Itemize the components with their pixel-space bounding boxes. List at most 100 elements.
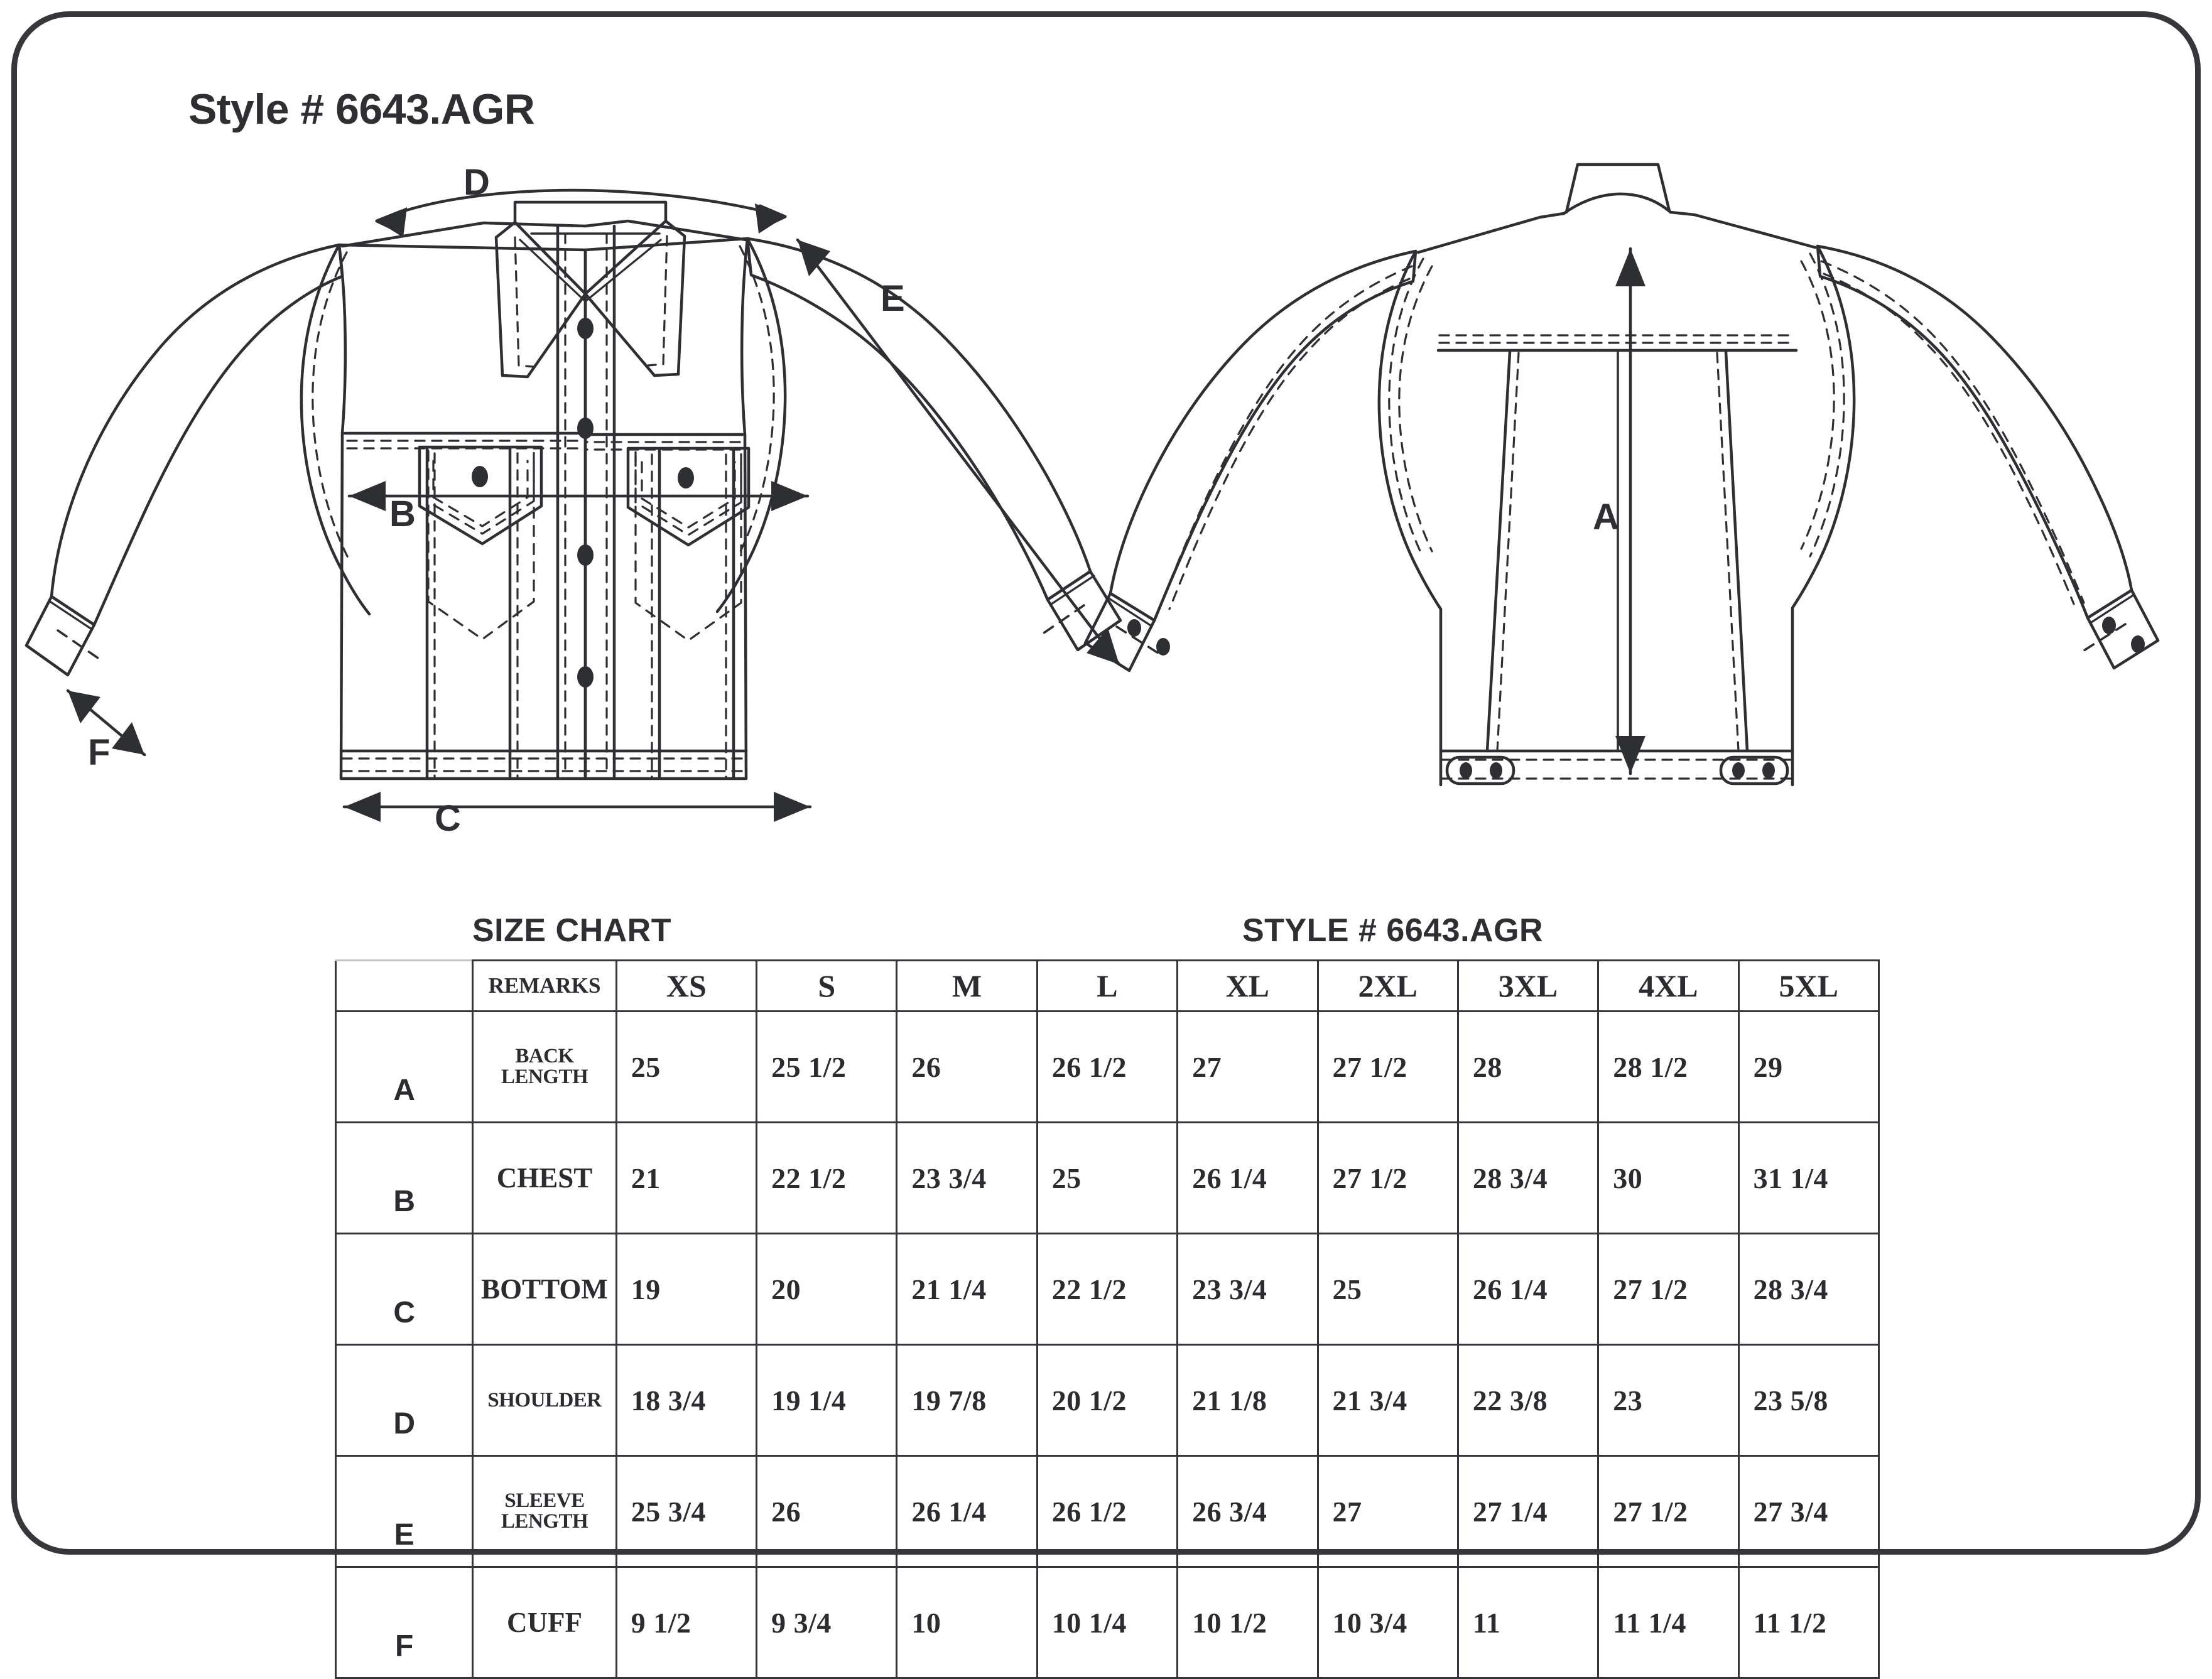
- cell-a-l: 26 1/2: [1036, 1010, 1179, 1123]
- cell-e-xl: 26 3/4: [1176, 1455, 1319, 1568]
- row-remark-e: SLEEVE LENGTH: [472, 1455, 617, 1568]
- row-remark-f: CUFF: [472, 1566, 617, 1679]
- cell-b-2xl: 27 1/2: [1316, 1121, 1459, 1234]
- header-size-l: L: [1036, 959, 1179, 1012]
- cell-b-5xl: 31 1/4: [1737, 1121, 1880, 1234]
- remark-label: BACK LENGTH: [501, 1045, 588, 1088]
- remark-label: CUFF: [507, 1606, 583, 1638]
- row-key-b: B: [334, 1121, 474, 1234]
- cell-e-3xl: 27 1/4: [1456, 1455, 1600, 1568]
- cell-a-xl: 27: [1176, 1010, 1319, 1123]
- cell-e-2xl: 27: [1316, 1455, 1459, 1568]
- cell-c-xl: 23 3/4: [1176, 1233, 1319, 1346]
- cell-c-xs: 19: [615, 1233, 758, 1346]
- cell-f-4xl: 11 1/4: [1597, 1566, 1740, 1679]
- cell-b-4xl: 30: [1597, 1121, 1740, 1234]
- cell-a-xs: 25: [615, 1010, 758, 1123]
- header-size-m: M: [896, 959, 1038, 1012]
- callout-f: F: [88, 732, 111, 773]
- cell-d-xs: 18 3/4: [615, 1344, 758, 1457]
- row-key-f: F: [334, 1566, 474, 1679]
- cell-e-s: 26: [756, 1455, 898, 1568]
- callout-c: C: [435, 798, 461, 839]
- cell-d-4xl: 23: [1597, 1344, 1740, 1457]
- cell-b-xl: 26 1/4: [1176, 1121, 1319, 1234]
- cell-e-xs: 25 3/4: [615, 1455, 758, 1568]
- row-key-d: D: [334, 1344, 474, 1457]
- header-size-s: S: [756, 959, 898, 1012]
- style-number-heading: STYLE # 6643.AGR: [1242, 912, 1544, 949]
- cell-c-l: 22 1/2: [1036, 1233, 1179, 1346]
- cell-c-m: 21 1/4: [896, 1233, 1038, 1346]
- header-size-4xl: 4XL: [1597, 959, 1740, 1012]
- row-remark-c: BOTTOM: [472, 1233, 617, 1346]
- size-chart-table: REMARKS XS S M L XL 2XL 3XL 4XL 5XL A BAC…: [334, 959, 1880, 1679]
- cell-a-2xl: 27 1/2: [1316, 1010, 1459, 1123]
- row-key-a: A: [334, 1010, 474, 1123]
- cell-d-xl: 21 1/8: [1176, 1344, 1319, 1457]
- remark-label: CHEST: [496, 1162, 593, 1194]
- cell-b-m: 23 3/4: [896, 1121, 1038, 1234]
- cell-d-2xl: 21 3/4: [1316, 1344, 1459, 1457]
- cell-e-5xl: 27 3/4: [1737, 1455, 1880, 1568]
- cell-d-s: 19 1/4: [756, 1344, 898, 1457]
- cell-c-4xl: 27 1/2: [1597, 1233, 1740, 1346]
- table-header: REMARKS XS S M L XL 2XL 3XL 4XL 5XL: [334, 959, 1880, 1012]
- cell-b-3xl: 28 3/4: [1456, 1121, 1600, 1234]
- cell-a-5xl: 29: [1737, 1010, 1880, 1123]
- header-size-5xl: 5XL: [1737, 959, 1880, 1012]
- remark-label: BOTTOM: [481, 1273, 608, 1305]
- callout-a: A: [1593, 497, 1619, 537]
- header-remarks: REMARKS: [472, 959, 617, 1012]
- cell-c-2xl: 25: [1316, 1233, 1459, 1346]
- row-key-e: E: [334, 1455, 474, 1568]
- cell-e-m: 26 1/4: [896, 1455, 1038, 1568]
- cell-c-3xl: 26 1/4: [1456, 1233, 1600, 1346]
- cell-a-3xl: 28: [1456, 1010, 1600, 1123]
- callout-b: B: [389, 494, 416, 534]
- page-title: Style # 6643.AGR: [188, 85, 535, 133]
- row-remark-b: CHEST: [472, 1121, 617, 1234]
- cell-f-xl: 10 1/2: [1176, 1566, 1319, 1679]
- cell-a-m: 26: [896, 1010, 1038, 1123]
- remark-label: SLEEVE LENGTH: [501, 1489, 588, 1533]
- cell-f-5xl: 11 1/2: [1737, 1566, 1880, 1679]
- cell-a-4xl: 28 1/2: [1597, 1010, 1740, 1123]
- cell-d-m: 19 7/8: [896, 1344, 1038, 1457]
- header-key-blank: [334, 959, 474, 1012]
- cell-a-s: 25 1/2: [756, 1010, 898, 1123]
- cell-b-l: 25: [1036, 1121, 1179, 1234]
- cell-f-m: 10: [896, 1566, 1038, 1679]
- cell-d-l: 20 1/2: [1036, 1344, 1179, 1457]
- cell-c-5xl: 28 3/4: [1737, 1233, 1880, 1346]
- header-size-2xl: 2XL: [1316, 959, 1459, 1012]
- header-size-xl: XL: [1176, 959, 1319, 1012]
- row-remark-d: SHOULDER: [472, 1344, 617, 1457]
- row-key-c: C: [334, 1233, 474, 1346]
- header-size-xs: XS: [615, 959, 758, 1012]
- row-remark-a: BACK LENGTH: [472, 1010, 617, 1123]
- size-chart-heading: SIZE CHART: [472, 912, 671, 949]
- cell-f-3xl: 11: [1456, 1566, 1600, 1679]
- cell-c-s: 20: [756, 1233, 898, 1346]
- cell-e-l: 26 1/2: [1036, 1455, 1179, 1568]
- cell-b-xs: 21: [615, 1121, 758, 1234]
- cell-d-5xl: 23 5/8: [1737, 1344, 1880, 1457]
- cell-f-2xl: 10 3/4: [1316, 1566, 1459, 1679]
- cell-f-xs: 9 1/2: [615, 1566, 758, 1679]
- table-header-row: REMARKS XS S M L XL 2XL 3XL 4XL 5XL: [334, 959, 1880, 1012]
- header-size-3xl: 3XL: [1456, 959, 1600, 1012]
- remark-label: SHOULDER: [487, 1388, 602, 1412]
- callout-d: D: [464, 162, 490, 203]
- callout-e: E: [881, 278, 905, 319]
- cell-e-4xl: 27 1/2: [1597, 1455, 1740, 1568]
- cell-f-l: 10 1/4: [1036, 1566, 1179, 1679]
- cell-b-s: 22 1/2: [756, 1121, 898, 1234]
